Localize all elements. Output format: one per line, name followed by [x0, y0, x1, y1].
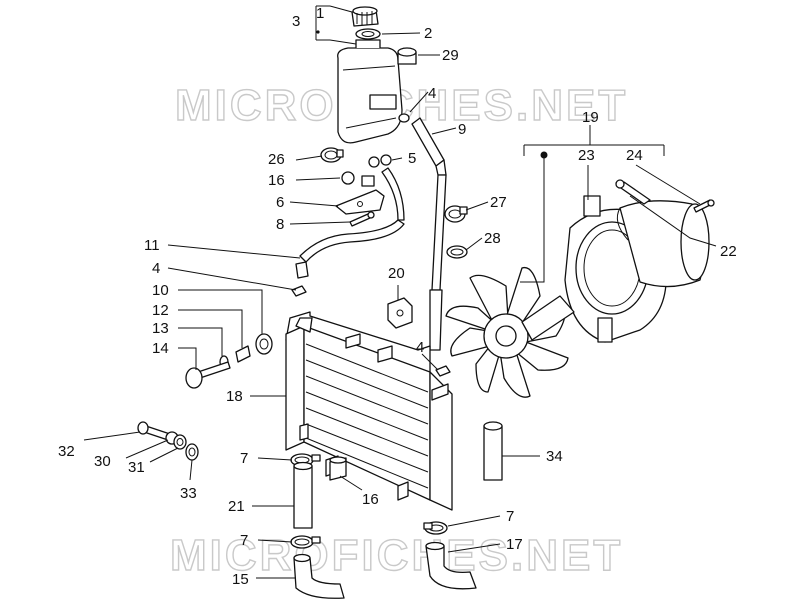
- long-overflow-hose: [429, 174, 447, 351]
- callout-28: 28: [484, 230, 501, 247]
- clamp-7-lower-right: [423, 521, 448, 535]
- callout-16-top: 16: [268, 172, 285, 189]
- callout-7-a: 7: [240, 450, 248, 467]
- expansion-tank: [337, 39, 403, 144]
- callout-21: 21: [228, 498, 245, 515]
- hose-21: [293, 461, 313, 529]
- hose-15: [293, 553, 345, 599]
- callout-5: 5: [408, 150, 416, 167]
- overflow-hose: [411, 117, 447, 176]
- clip-20: [387, 297, 413, 329]
- callout-8: 8: [276, 216, 284, 233]
- callout-16-bottom: 16: [362, 491, 379, 508]
- callout-3: 3: [292, 13, 300, 30]
- screw-8: [349, 211, 375, 227]
- callout-4-top: 4: [428, 85, 436, 102]
- callout-34: 34: [546, 448, 563, 465]
- clamp-28: [446, 245, 468, 259]
- bolt-group-left: [137, 421, 199, 461]
- tank-hose-clip: [398, 113, 410, 123]
- spacer-12: [235, 345, 251, 363]
- callout-30: 30: [94, 453, 111, 470]
- callout-19: 19: [582, 109, 599, 126]
- callout-32: 32: [58, 443, 75, 460]
- callout-1: 1: [316, 5, 324, 22]
- callout-31: 31: [128, 459, 145, 476]
- callout-29: 29: [442, 47, 459, 64]
- callout-22: 22: [720, 243, 737, 260]
- callout-2: 2: [424, 25, 432, 42]
- callout-27: 27: [490, 194, 507, 211]
- callout-23: 23: [578, 147, 595, 164]
- callout-6: 6: [276, 194, 284, 211]
- callout-12: 12: [152, 302, 169, 319]
- callout-26: 26: [268, 151, 285, 168]
- callout-11: 11: [144, 237, 160, 254]
- cap-seal: [355, 28, 381, 40]
- callout-15: 15: [232, 571, 249, 588]
- callout-13: 13: [152, 320, 169, 337]
- spacers-16b: [329, 456, 347, 481]
- callout-labels: 1 3 2 29 4 9 26 5 16 6 8 27 28 19 23 24 …: [58, 5, 737, 588]
- callout-20: 20: [388, 265, 405, 282]
- bracket-6: [335, 189, 385, 215]
- hose-34: [483, 421, 503, 481]
- callout-14: 14: [152, 340, 169, 357]
- rubber-mount: [397, 47, 417, 65]
- fan-motor: [616, 200, 710, 288]
- callout-18: 18: [226, 388, 243, 405]
- callout-33: 33: [180, 485, 197, 502]
- callout-10: 10: [152, 282, 169, 299]
- tank-hose-lower: [295, 167, 405, 279]
- callout-4-mid: 4: [152, 260, 160, 277]
- callout-24: 24: [626, 147, 643, 164]
- clip-4-lower: [291, 285, 451, 377]
- leader-lines: [83, 5, 717, 579]
- callout-9: 9: [458, 121, 466, 138]
- clamp-27: [444, 205, 468, 223]
- hose-clamp-26: [320, 147, 344, 163]
- callout-4-low: 4: [416, 339, 424, 356]
- grommet-10: [255, 333, 273, 355]
- callout-7-b: 7: [240, 532, 248, 549]
- clip-5: [368, 154, 392, 168]
- callout-7-c: 7: [506, 508, 514, 525]
- watermark-bottom: MICROFICHES.NET: [170, 531, 623, 580]
- callout-17: 17: [506, 536, 523, 553]
- tank-cap: [351, 6, 379, 27]
- hose-17: [425, 541, 477, 590]
- spacer-16a: [341, 171, 375, 187]
- fan-blade: [445, 266, 575, 398]
- screw-14: [185, 361, 231, 389]
- motor-screws: [615, 179, 715, 213]
